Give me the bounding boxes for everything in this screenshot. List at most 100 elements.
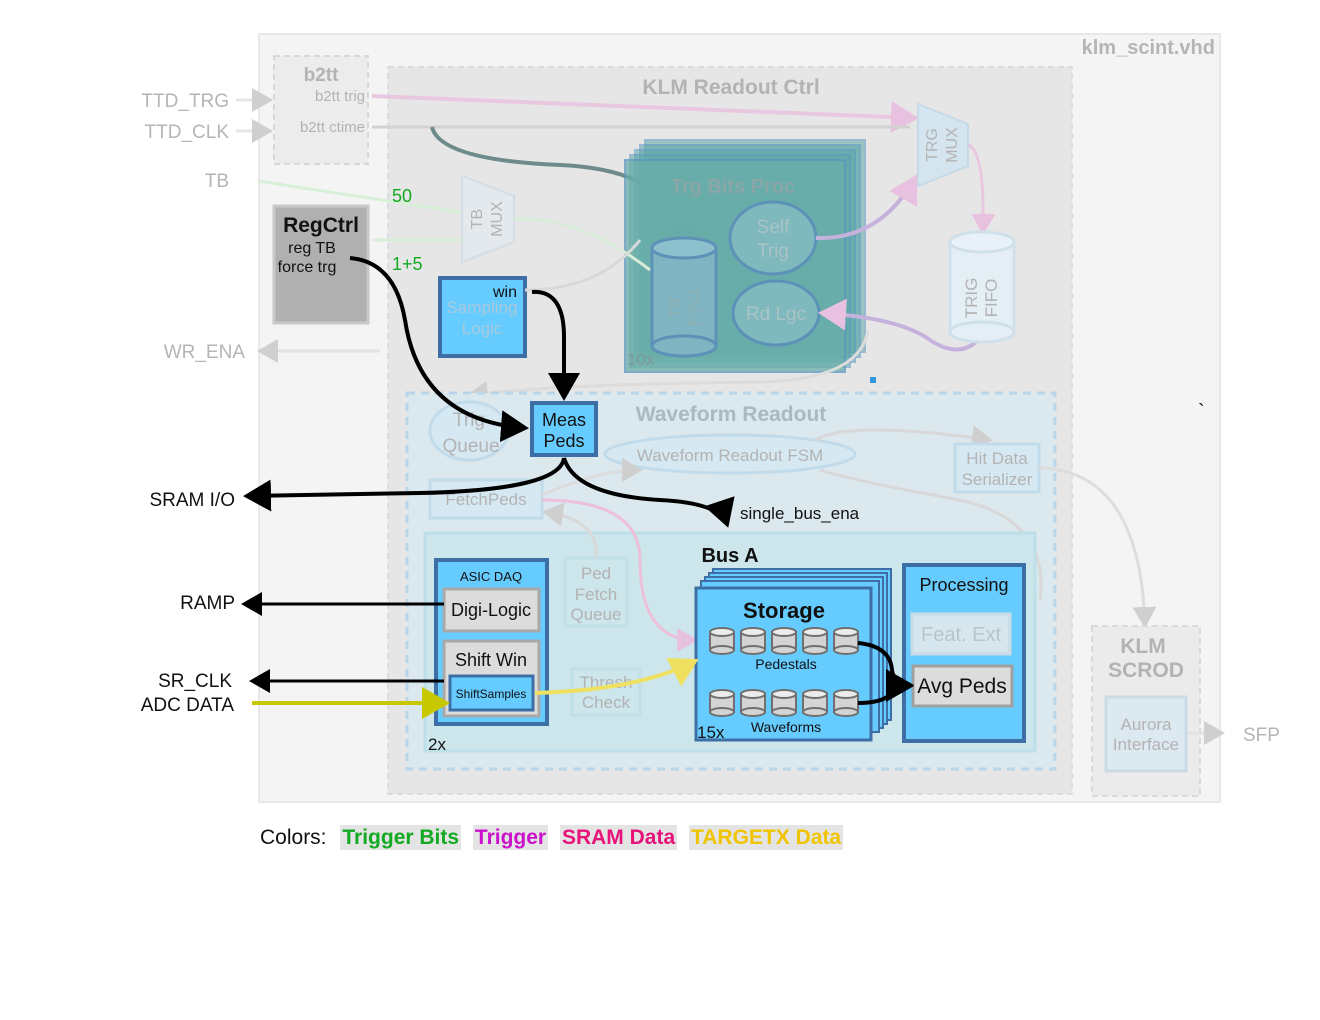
- waveform-readout-fsm-label: Waveform Readout FSM: [637, 446, 823, 465]
- storage-cylinder-part: [802, 627, 828, 637]
- shift-samples-label: ShiftSamples: [456, 687, 527, 701]
- tb-mux-label-2: MUX: [489, 201, 506, 237]
- targetx-data-arrow: [534, 658, 699, 695]
- avg-peds-label: Avg Peds: [917, 675, 1007, 698]
- ramp-label: RAMP: [180, 593, 235, 614]
- trg-bits-proc-count: 10x: [627, 350, 655, 369]
- legend-prefix: Colors:: [260, 826, 327, 849]
- thresh-check-label-2: Check: [582, 693, 631, 712]
- ttd-clk-label: TTD_CLK: [145, 122, 230, 143]
- feat-ext-label: Feat. Ext: [921, 624, 1001, 646]
- storage-cylinder-part: [740, 645, 766, 655]
- shift-samples-block[interactable]: [448, 674, 535, 712]
- wr-ena-label: WR_ENA: [164, 342, 246, 363]
- asic-daq-title: ASIC DAQ: [460, 569, 522, 584]
- storage-cylinder-part: [833, 707, 859, 717]
- digi-logic-label: Digi-Logic: [451, 600, 531, 620]
- waveform-cylinders: [709, 689, 859, 717]
- ped-fetch-queue: [563, 556, 629, 628]
- pedestal-cylinders: [709, 627, 859, 655]
- regctrl-force-trg: force trg: [278, 259, 337, 276]
- pedestals-label: Pedestals: [755, 656, 816, 672]
- sampling-logic-label-2: Logic: [462, 319, 503, 338]
- regctrl-reg-tb: reg TB: [288, 240, 336, 257]
- shift-win-label: Shift Win: [455, 650, 527, 670]
- sampling-logic-win: win: [492, 284, 517, 301]
- klm-scrod-label-1: KLM: [1120, 635, 1166, 658]
- waveform-readout-title: Waveform Readout: [636, 403, 827, 426]
- klm-readout-ctrl-title: KLM Readout Ctrl: [642, 76, 819, 99]
- aurora-label-1: Aurora: [1120, 715, 1172, 734]
- trg-mux-label-1: TRG: [924, 128, 941, 162]
- ttd-trg-label: TTD_TRG: [141, 91, 229, 112]
- adc-data-label: ADC DATA: [141, 695, 235, 716]
- trig-fifo-label-2: FIFO: [982, 279, 1001, 318]
- sampling-logic-label-1: Sampling: [447, 298, 518, 317]
- trg-mux: [917, 102, 969, 188]
- storage-cylinder-part: [709, 707, 735, 717]
- single-bus-ena-label: single_bus_ena: [740, 504, 860, 523]
- sr-clk-label: SR_CLK: [158, 671, 232, 692]
- aurora-label-2: Interface: [1113, 735, 1179, 754]
- sfp-label: SFP: [1243, 725, 1280, 746]
- win-arrow: [531, 289, 580, 401]
- tb-fifo-label-1: TB: [667, 298, 684, 318]
- legend-trigger-bits: Trigger Bits: [340, 825, 462, 850]
- tb-mux-label-1: TB: [469, 209, 486, 229]
- storage-cylinder-part: [802, 689, 828, 699]
- b2tt-block: [273, 55, 369, 165]
- storage-cylinder-part: [771, 689, 797, 699]
- single-bus-arrow: [562, 457, 735, 528]
- storage-title: Storage: [743, 598, 825, 623]
- trig-fifo: [948, 230, 1016, 344]
- trig-width-label: 1+5: [392, 254, 423, 274]
- feat-ext-block: [910, 612, 1012, 656]
- trig-queue-label-1: Trig: [453, 410, 485, 431]
- b2tt-ctime-port: b2tt ctime: [300, 119, 365, 136]
- tb-width-label: 50: [392, 186, 412, 206]
- meas-peds-label-2: Peds: [543, 431, 584, 451]
- trg-bits-proc-title: Trg Bits Proc: [671, 176, 795, 198]
- legend-sram-data: SRAM Data: [559, 825, 678, 850]
- tb-mux: [461, 174, 515, 264]
- trig-fifo-label-1: TRIG: [962, 278, 981, 319]
- self-trig-label-1: Self: [757, 217, 790, 238]
- waveform-readout-fsm: [603, 433, 857, 475]
- storage-cylinder-part: [709, 627, 735, 637]
- small-square: [870, 377, 876, 383]
- storage-cylinder-part: [771, 645, 797, 655]
- thresh-check: [570, 667, 642, 717]
- digi-logic-block[interactable]: [442, 587, 541, 633]
- tb-fifo-label-2: FIFO: [687, 290, 704, 326]
- rd-lgc-label: Rd Lgc: [746, 304, 806, 325]
- meas-peds-label-1: Meas: [542, 410, 586, 430]
- meas-peds-block[interactable]: [530, 401, 598, 457]
- processing-title: Processing: [919, 575, 1008, 595]
- storage-cylinder-part: [740, 707, 766, 717]
- storage-cylinder-part: [833, 689, 859, 699]
- klm-scrod-label-2: SCROD: [1108, 659, 1184, 682]
- tb-label: TB: [205, 171, 229, 192]
- b2tt-trig-port: b2tt trig: [315, 88, 365, 105]
- trig-queue-label-2: Queue: [442, 436, 499, 457]
- waveforms-to-avg-arrow: [857, 670, 914, 705]
- aurora-interface-block: [1104, 695, 1188, 773]
- sram-io-label: SRAM I/O: [149, 490, 235, 511]
- hit-data-serializer: [953, 442, 1041, 494]
- storage-cylinder-part: [802, 645, 828, 655]
- tb-fifo: [650, 236, 718, 358]
- storage-cylinder-part: [771, 707, 797, 717]
- self-trig-ellipse: [728, 200, 818, 276]
- sram-io-arrow: [243, 457, 566, 512]
- storage-cylinder-part: [833, 627, 859, 637]
- storage-cylinder-part: [802, 707, 828, 717]
- hit-serializer-label-2: Serializer: [962, 470, 1033, 489]
- storage-cylinder-part: [740, 627, 766, 637]
- regctrl-title: RegCtrl: [283, 214, 359, 237]
- storage-cylinder-part: [740, 689, 766, 699]
- asic-count-label: 2x: [428, 735, 446, 754]
- storage-cylinder-part: [709, 645, 735, 655]
- b2tt-title: b2tt: [304, 65, 340, 86]
- ped-fetch-label-2: Fetch: [575, 585, 618, 604]
